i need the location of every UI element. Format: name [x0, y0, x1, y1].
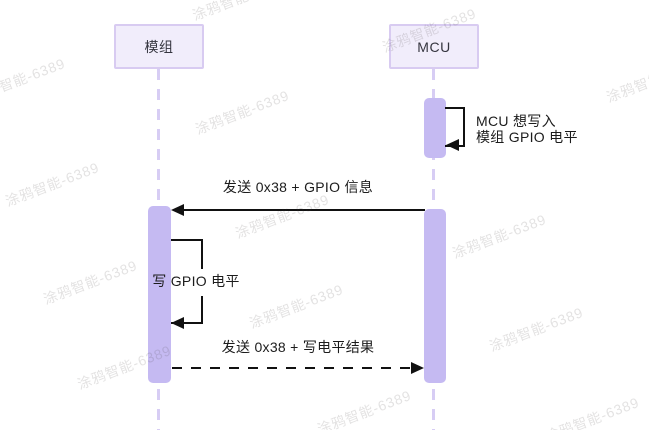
arrowhead-left-icon: [446, 139, 459, 151]
participant-mcu-box: MCU: [389, 24, 479, 69]
self-message-module-label: 写 GPIO 电平: [152, 273, 240, 289]
watermark-text: 涂鸦智能-6389: [315, 387, 414, 430]
message-4-line: [172, 367, 412, 369]
arrowhead-left-icon: [171, 317, 184, 329]
watermark-text: 涂鸦智能-6389: [189, 0, 289, 25]
participant-module-box: 模组: [114, 24, 204, 69]
watermark-text: 涂鸦智能-6389: [604, 55, 649, 106]
self-message-mcu-label: MCU 想写入 模组 GPIO 电平: [476, 113, 578, 145]
watermark-text: 涂鸦智能-6389: [233, 191, 332, 242]
message-2-line: [183, 209, 425, 211]
watermark-text: 涂鸦智能-6389: [487, 304, 586, 355]
activation-bar-module: [148, 206, 171, 383]
self-loop-module-right-upper: [201, 239, 203, 269]
self-message-mcu-line1: MCU 想写入: [476, 113, 556, 129]
self-loop-module-bottom: [171, 322, 203, 324]
watermark-text: 涂鸦智能-6389: [543, 394, 642, 430]
participant-module-label: 模组: [144, 38, 174, 55]
arrowhead-left-icon: [171, 204, 184, 216]
self-loop-module-top: [171, 239, 203, 241]
message-2-label: 发送 0x38 + GPIO 信息: [222, 179, 374, 195]
watermark-text: 涂鸦智能-6389: [3, 159, 102, 210]
message-4-label: 发送 0x38 + 写电平结果: [221, 339, 375, 355]
arrowhead-right-icon: [411, 362, 424, 374]
participant-mcu-label: MCU: [417, 38, 451, 55]
activation-bar-mcu-2: [424, 209, 446, 383]
watermark-text: 涂鸦智能-6389: [0, 55, 68, 106]
self-message-mcu-line2: 模组 GPIO 电平: [476, 129, 578, 145]
activation-bar-mcu-1: [424, 98, 446, 158]
watermark-text: 涂鸦智能-6389: [193, 87, 292, 138]
self-loop-module-right-lower: [201, 296, 203, 324]
watermark-text: 涂鸦智能-6389: [247, 281, 346, 332]
watermark-text: 涂鸦智能-6389: [41, 257, 140, 308]
watermark-text: 涂鸦智能-6389: [450, 211, 549, 262]
